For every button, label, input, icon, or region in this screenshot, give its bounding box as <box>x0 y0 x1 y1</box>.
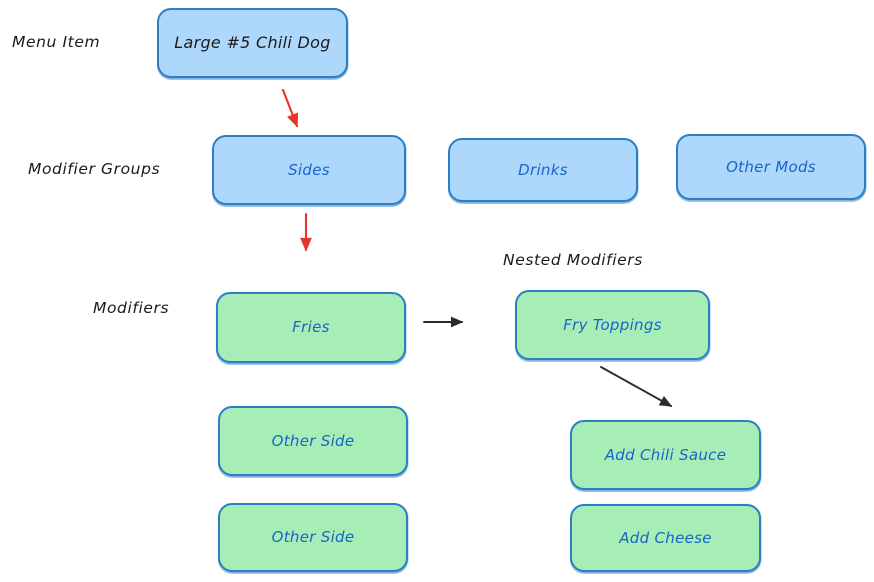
node-modifier-group-other-mods-label: Other Mods <box>726 157 816 176</box>
node-modifier-group-sides[interactable]: Sides <box>212 135 406 205</box>
node-nested-fry-toppings[interactable]: Fry Toppings <box>515 290 710 360</box>
node-modifier-other-side-2[interactable]: Other Side <box>218 503 408 572</box>
node-nested-add-chili-sauce[interactable]: Add Chili Sauce <box>570 420 761 490</box>
node-modifier-other-side-1-label: Other Side <box>271 431 355 450</box>
node-menu-item-label: Large #5 Chili Dog <box>174 33 331 53</box>
node-modifier-other-side-2-label: Other Side <box>271 528 355 547</box>
node-modifier-fries[interactable]: Fries <box>216 292 406 363</box>
node-modifier-group-drinks-label: Drinks <box>518 160 568 179</box>
node-nested-fry-toppings-label: Fry Toppings <box>563 315 662 334</box>
row-label-menu-item: Menu Item <box>12 33 101 51</box>
node-modifier-fries-label: Fries <box>292 318 330 337</box>
node-modifier-other-side-1[interactable]: Other Side <box>218 406 408 476</box>
node-modifier-group-sides-label: Sides <box>288 160 330 179</box>
section-label-nested-modifiers: Nested Modifiers <box>503 251 643 269</box>
node-nested-add-chili-sauce-label: Add Chili Sauce <box>604 445 727 464</box>
node-nested-add-cheese[interactable]: Add Cheese <box>570 504 761 572</box>
node-nested-add-cheese-label: Add Cheese <box>619 528 712 547</box>
node-modifier-group-drinks[interactable]: Drinks <box>448 138 638 202</box>
node-modifier-group-other-mods[interactable]: Other Mods <box>676 134 866 200</box>
node-menu-item[interactable]: Large #5 Chili Dog <box>157 8 348 78</box>
arrow-menu-item-to-sides <box>281 88 299 128</box>
row-label-modifier-groups: Modifier Groups <box>28 160 161 178</box>
arrow-fry-toppings-to-add-chili-sauce <box>600 366 673 407</box>
row-label-modifiers: Modifiers <box>93 299 170 317</box>
